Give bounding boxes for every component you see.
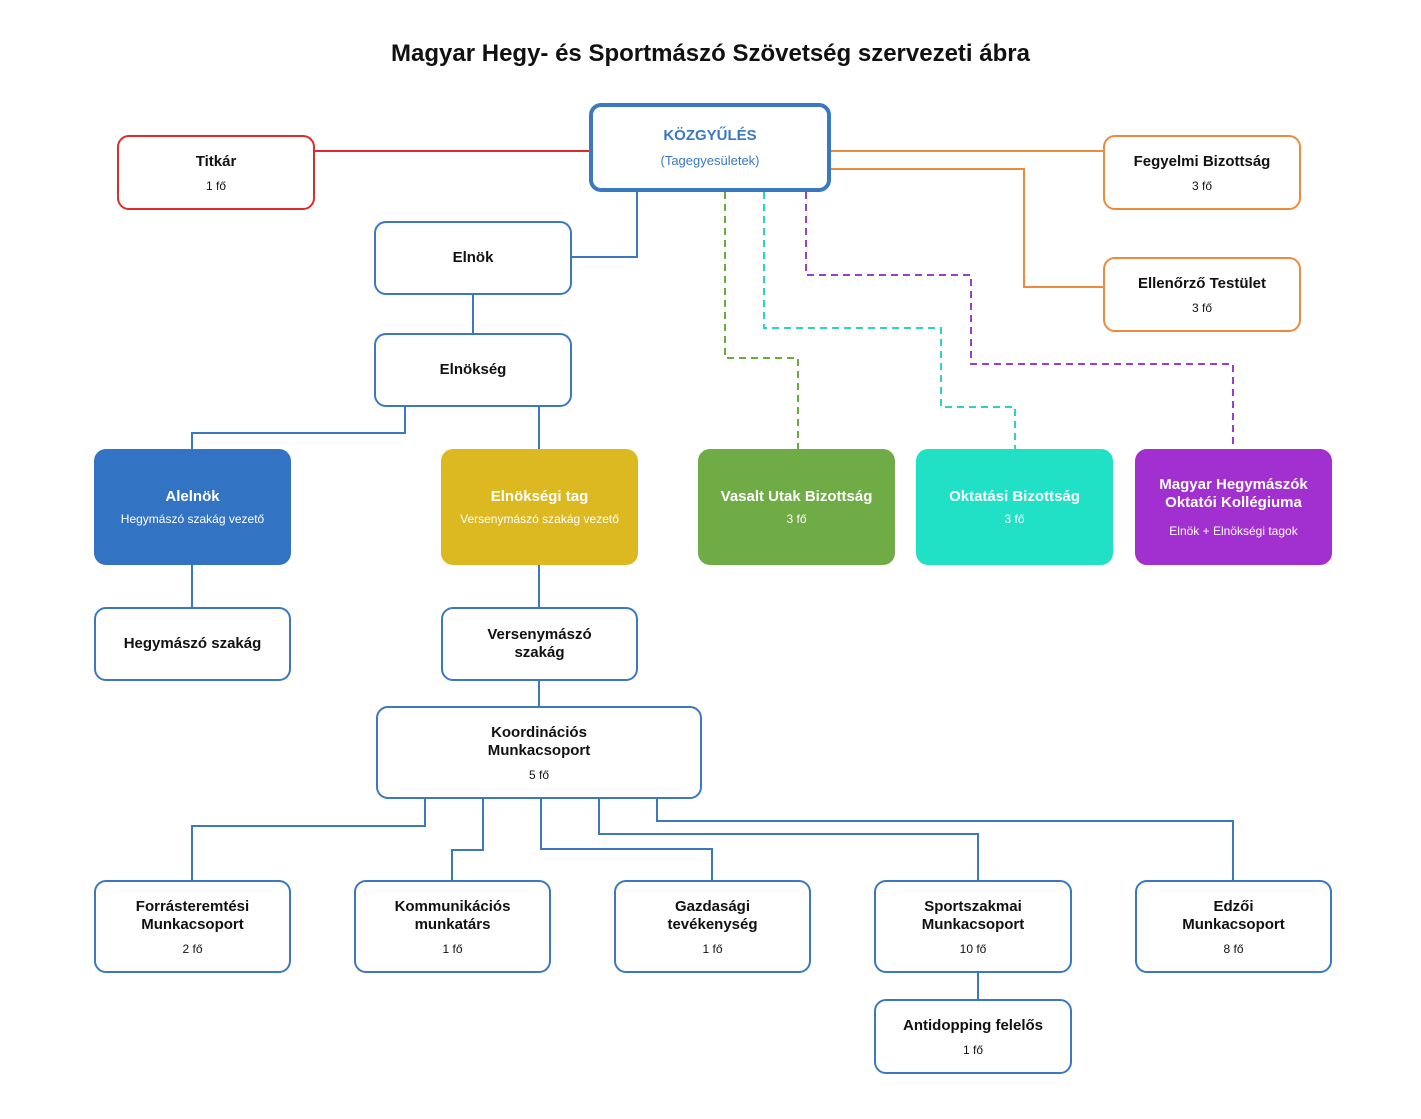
node-kozgyules[interactable]: KÖZGYŰLÉS (Tagegyesületek) <box>589 103 831 192</box>
node-vasalt[interactable]: Vasalt Utak Bizottság 3 fő <box>698 449 895 565</box>
node-ellenorzo-sub: 3 fő <box>1191 300 1212 315</box>
node-titkar[interactable]: Titkár 1 fő <box>117 135 315 210</box>
node-fegyelmi-sub: 3 fő <box>1191 178 1212 193</box>
node-vasalt-sub: 3 fő <box>786 512 807 526</box>
line-koord-edzoi <box>656 799 1234 880</box>
node-elnokseg-name: Elnökség <box>439 361 507 378</box>
node-antidopping-name: Antidopping felelős <box>903 1016 1043 1034</box>
line-koord-gazdasagi <box>540 799 713 880</box>
node-edzoi[interactable]: Edzői Munkacsoport 8 fő <box>1135 880 1332 973</box>
node-elnoksegi-tag-sub: Versenymászó szakág vezető <box>460 512 619 526</box>
node-forrasteremtesi[interactable]: Forrásteremtési Munkacsoport 2 fő <box>94 880 291 973</box>
node-versenymaszo-szakag[interactable]: Versenymászó szakág <box>441 607 638 681</box>
node-alelnok-name: Alelnök <box>165 488 220 505</box>
node-fegyelmi[interactable]: Fegyelmi Bizottság 3 fő <box>1103 135 1301 210</box>
node-kollegium-name: Magyar Hegymászók Oktatói Kollégiuma <box>1159 476 1308 511</box>
node-koordinacios-sub: 5 fő <box>528 767 549 782</box>
node-titkar-sub: 1 fő <box>205 178 226 193</box>
line-elnokseg-alelnok <box>191 406 406 449</box>
node-oktatasi[interactable]: Oktatási Bizottság 3 fő <box>916 449 1113 565</box>
line-koord-forras <box>191 799 426 880</box>
line-kozgyules-vasalt <box>724 192 799 449</box>
node-koordinacios-name: Koordinációs Munkacsoport <box>487 723 591 759</box>
node-titkar-name: Titkár <box>195 152 237 170</box>
node-antidopping[interactable]: Antidopping felelős 1 fő <box>874 999 1072 1074</box>
node-oktatasi-name: Oktatási Bizottság <box>949 488 1080 505</box>
node-kommunikacios-name: Kommunikációs munkatárs <box>394 897 511 933</box>
node-gazdasagi-name: Gazdasági tevékenység <box>667 897 758 933</box>
node-antidopping-sub: 1 fő <box>962 1042 983 1057</box>
node-ellenorzo-name: Ellenőrző Testület <box>1137 274 1267 292</box>
node-ellenorzo[interactable]: Ellenőrző Testület 3 fő <box>1103 257 1301 332</box>
line-kozgyules-elnok <box>571 192 638 258</box>
node-koordinacios[interactable]: Koordinációs Munkacsoport 5 fő <box>376 706 702 799</box>
node-kollegium-sub: Elnök + Elnökségi tagok <box>1169 524 1298 538</box>
node-gazdasagi[interactable]: Gazdasági tevékenység 1 fő <box>614 880 811 973</box>
node-vasalt-name: Vasalt Utak Bizottság <box>720 488 873 505</box>
line-koord-kommunikacios <box>451 799 484 880</box>
node-kollegium[interactable]: Magyar Hegymászók Oktatói Kollégiuma Eln… <box>1135 449 1332 565</box>
node-edzoi-name: Edzői Munkacsoport <box>1182 897 1285 933</box>
node-elnoksegi-tag[interactable]: Elnökségi tag Versenymászó szakág vezető <box>441 449 638 565</box>
node-kozgyules-name: KÖZGYŰLÉS <box>663 127 757 144</box>
node-edzoi-sub: 8 fő <box>1223 941 1244 956</box>
node-elnok[interactable]: Elnök <box>374 221 572 295</box>
node-alelnok[interactable]: Alelnök Hegymászó szakág vezető <box>94 449 291 565</box>
chart-title: Magyar Hegy- és Sportmászó Szövetség sze… <box>391 40 1030 67</box>
line-koord-sportszakmai <box>598 799 979 880</box>
node-hegymaszo-szakag-name: Hegymászó szakág <box>123 635 262 652</box>
node-kozgyules-sub: (Tagegyesületek) <box>660 153 760 168</box>
node-hegymaszo-szakag[interactable]: Hegymászó szakág <box>94 607 291 681</box>
node-elnokseg[interactable]: Elnökség <box>374 333 572 407</box>
node-oktatasi-sub: 3 fő <box>1004 512 1025 526</box>
line-kozgyules-oktatasi <box>763 192 1016 449</box>
node-versenymaszo-szakag-name: Versenymászó szakág <box>487 626 592 661</box>
node-sportszakmai-sub: 10 fő <box>959 941 987 956</box>
line-kozgyules-kollegium <box>805 192 1234 449</box>
line-kozgyules-ellenorzo <box>831 168 1103 288</box>
node-kommunikacios-sub: 1 fő <box>442 941 463 956</box>
node-forrasteremtesi-name: Forrásteremtési Munkacsoport <box>135 897 250 933</box>
node-elnok-name: Elnök <box>452 249 494 266</box>
node-kommunikacios[interactable]: Kommunikációs munkatárs 1 fő <box>354 880 551 973</box>
node-forrasteremtesi-sub: 2 fő <box>182 941 203 956</box>
node-gazdasagi-sub: 1 fő <box>702 941 723 956</box>
node-sportszakmai-name: Sportszakmai Munkacsoport <box>921 897 1025 933</box>
node-alelnok-sub: Hegymászó szakág vezető <box>120 512 265 526</box>
node-fegyelmi-name: Fegyelmi Bizottság <box>1133 152 1271 170</box>
node-elnoksegi-tag-name: Elnökségi tag <box>490 488 589 505</box>
node-sportszakmai[interactable]: Sportszakmai Munkacsoport 10 fő <box>874 880 1072 973</box>
